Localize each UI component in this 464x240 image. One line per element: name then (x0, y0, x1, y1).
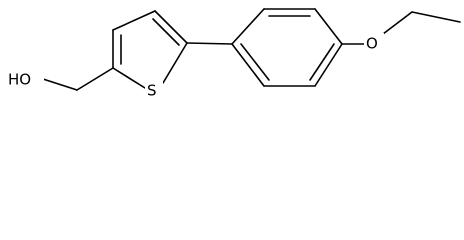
hydroxymethyl-group (42, 67, 114, 91)
bond-ar4-ar5-inner (309, 43, 335, 81)
bond-c2-ch2 (76, 67, 114, 91)
sulfur-label: S (147, 82, 157, 100)
thiophene-ring (112, 10, 188, 89)
bond-ar6-ar1 (231, 43, 265, 87)
bond-ar1-ar2 (231, 8, 265, 45)
bond-c3-c4 (112, 10, 156, 31)
bond-ch2-oh (42, 78, 78, 91)
bond-thiophene-phenyl (186, 42, 233, 45)
ether-oxygen-label: O (366, 35, 378, 53)
phenyl-ring (231, 8, 343, 87)
bond-s-c2 (112, 67, 146, 89)
bond-c4-c5 (154, 10, 188, 44)
bond-c5-s (162, 42, 188, 84)
bond-ar4-ar5 (314, 43, 343, 87)
atom-labels: HO S O (8, 33, 384, 101)
bond-o-ch2 (382, 11, 413, 35)
bond-ch2-ch3 (411, 11, 461, 23)
chemical-structure: HO S O (8, 8, 461, 101)
bond-c4-c5-inner (152, 18, 180, 46)
bond-ar3-ar4 (314, 8, 343, 45)
bond-ar6-ar1-inner (240, 43, 270, 81)
ethoxy-group (341, 11, 461, 45)
hydroxyl-label: HO (8, 71, 31, 89)
